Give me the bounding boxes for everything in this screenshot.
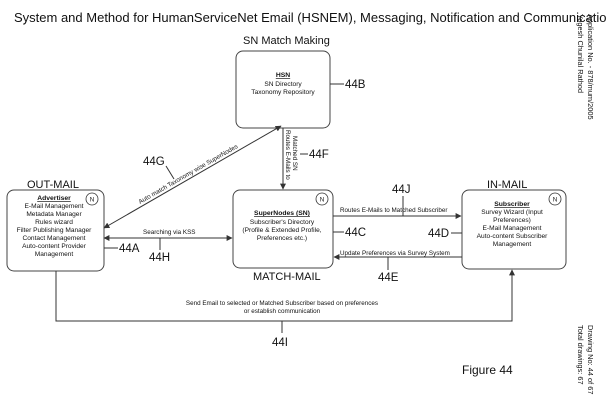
section-in-mail: IN-MAIL bbox=[487, 179, 527, 191]
advertiser-box-line: Rules wizard bbox=[35, 219, 73, 226]
node-badge bbox=[315, 192, 329, 206]
hsn-box-line: SN Directory bbox=[264, 81, 302, 88]
side-note-left: Yogesh Chunilal Rathod Application No. -… bbox=[576, 14, 595, 120]
subscriber-box-line: Survey Wizard (Input bbox=[481, 209, 543, 216]
send-email-label: Send Email to selected or Matched Subscr… bbox=[186, 300, 378, 307]
ref-44a: 44A bbox=[119, 243, 140, 255]
searching-label: Searching via KSS bbox=[143, 229, 196, 236]
node-badge bbox=[548, 192, 562, 206]
subscriber-box-line: Auto-content Subscriber bbox=[477, 233, 549, 240]
ref-44j: 44J bbox=[392, 184, 411, 196]
hsn-box-line: Taxonomy Repository bbox=[251, 89, 315, 96]
ref-44d: 44D bbox=[428, 228, 449, 240]
ref-44f: 44F bbox=[309, 149, 329, 161]
routes-subscriber-label: Routes E-Mails to Matched Subscriber bbox=[340, 207, 447, 214]
arrow-advertiser-to-hsn bbox=[103, 125, 282, 229]
subscriber-box-line: Management bbox=[493, 241, 532, 248]
ref-44b: 44B bbox=[345, 79, 366, 91]
supernodes-box-line: Subscriber's Directory bbox=[250, 219, 315, 226]
page-title: System and Method for HumanServiceNet Em… bbox=[14, 10, 606, 25]
supernodes-box-line: Preferences etc.) bbox=[257, 235, 307, 242]
section-out-mail: OUT-MAIL bbox=[27, 179, 79, 191]
supernodes-box-heading: SuperNodes (SN) bbox=[254, 210, 310, 217]
hsn-box: HSN SN Directory Taxonomy Repository bbox=[235, 50, 331, 129]
advertiser-box-line: Contact Management bbox=[22, 235, 85, 242]
ref-leader bbox=[165, 165, 175, 180]
side-note-right: Total drawings: 67 Drawing No: 44 of 67 bbox=[576, 325, 595, 394]
routes-sn-label: Matched SN bbox=[291, 136, 298, 171]
advertiser-box: N Advertiser E-Mail Management Metadata … bbox=[6, 189, 105, 272]
node-badge-label: N bbox=[320, 196, 325, 203]
supernodes-box: N SuperNodes (SN) Subscriber's Directory… bbox=[232, 189, 334, 269]
node-badge-label: N bbox=[90, 196, 95, 203]
advertiser-box-line: E-Mail Management bbox=[24, 203, 83, 210]
application-number: Application No. - 878/mum/2005 bbox=[586, 14, 595, 120]
advertiser-box-line: Auto-content Provider bbox=[22, 243, 87, 250]
section-match-making: SN Match Making bbox=[243, 35, 330, 47]
arrow-advertiser-to-subscriber bbox=[55, 269, 515, 322]
ref-44e: 44E bbox=[378, 272, 399, 284]
supernodes-box-line: (Profile & Extended Profile, bbox=[242, 227, 321, 234]
ref-44h: 44H bbox=[149, 252, 170, 264]
node-badge bbox=[85, 192, 99, 206]
advertiser-box-line: Filter Publishing Manager bbox=[17, 227, 93, 234]
subscriber-box-line: E-Mail Management bbox=[482, 225, 541, 232]
ref-44c: 44C bbox=[345, 227, 366, 239]
section-match-mail: MATCH-MAIL bbox=[253, 271, 321, 283]
routes-sn-label: Routes E-Mails to bbox=[284, 130, 291, 180]
total-drawings: Total drawings: 67 bbox=[576, 325, 585, 385]
update-label: Update Preferences via Survey System bbox=[340, 250, 450, 257]
advertiser-box-heading: Advertiser bbox=[37, 195, 71, 202]
ref-44i: 44I bbox=[272, 337, 288, 349]
figure-label: Figure 44 bbox=[462, 363, 513, 377]
send-email-label: or establish communication bbox=[244, 308, 321, 315]
ref-44g: 44G bbox=[143, 156, 165, 168]
drawing-number: Drawing No: 44 of 67 bbox=[586, 325, 595, 394]
advertiser-box-line: Management bbox=[35, 251, 74, 258]
subscriber-box-line: Preferences) bbox=[493, 217, 531, 224]
hsn-box-heading: HSN bbox=[276, 72, 290, 79]
subscriber-box: N Subscriber Survey Wizard (Input Prefer… bbox=[461, 189, 567, 270]
taxonomy-label: Auto match Taxonomy wise SuperNodes bbox=[138, 143, 240, 206]
advertiser-box-line: Metadata Manager bbox=[26, 211, 82, 218]
author-name: Yogesh Chunilal Rathod bbox=[576, 14, 585, 93]
subscriber-box-heading: Subscriber bbox=[494, 201, 530, 208]
node-badge-label: N bbox=[553, 196, 558, 203]
